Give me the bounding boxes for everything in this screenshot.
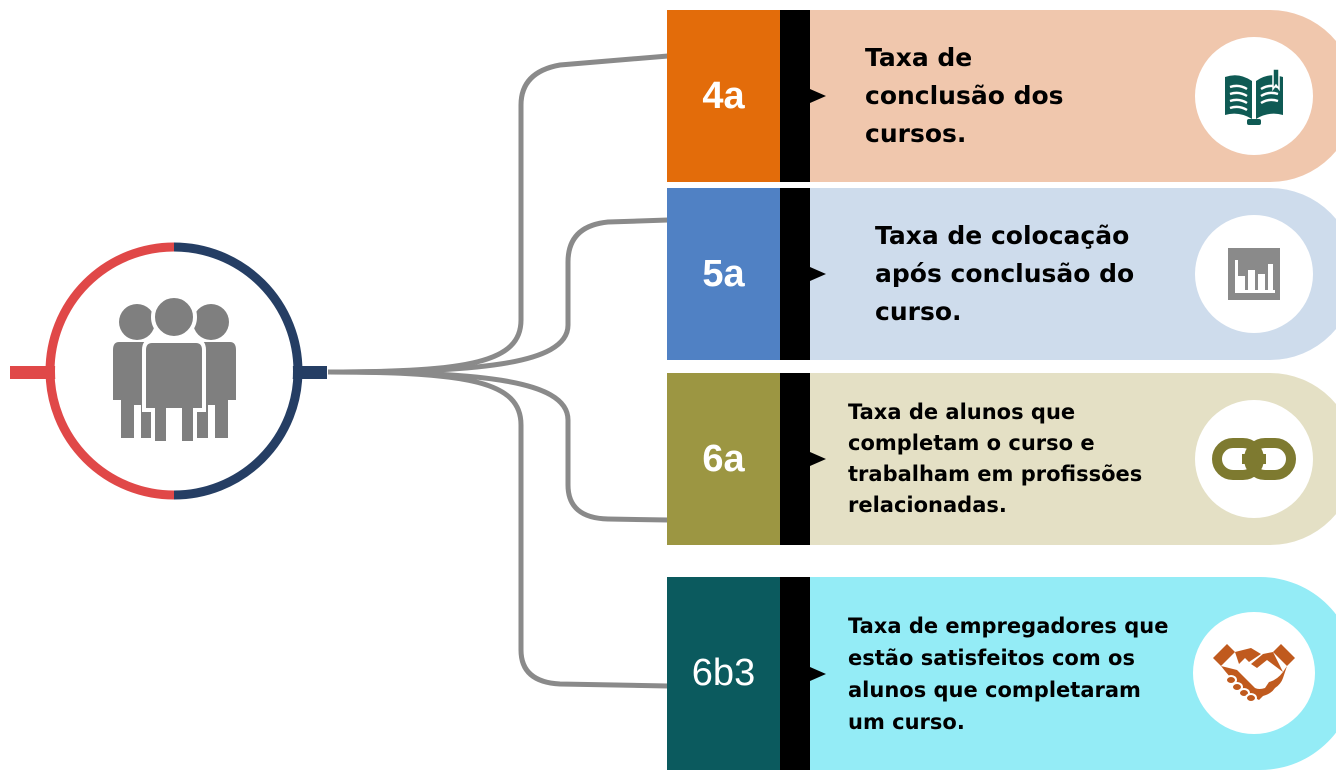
- row-6b3-text: Taxa de empregadores que estão satisfeit…: [848, 613, 1169, 734]
- row-6a-divider: [780, 373, 810, 545]
- row-5a: 5a Taxa de colocação após conclusão do c…: [667, 188, 1336, 360]
- open-book-icon: [1225, 68, 1283, 125]
- row-4a-text: Taxa de conclusão dos cursos.: [865, 43, 1064, 148]
- row-6a-code: 6a: [667, 373, 780, 545]
- hub-left-arc: [45, 242, 175, 500]
- row-5a-text: Taxa de colocação após conclusão do curs…: [875, 221, 1135, 326]
- row-6a-text: Taxa de alunos que completam o curso e t…: [848, 400, 1143, 517]
- row-6a-arrow: [810, 452, 826, 466]
- row-6b3-code: 6b3: [667, 577, 780, 770]
- row-6a: 6a Taxa de alunos que completam o curso …: [667, 373, 1336, 545]
- row-4a-icon-circle: [1195, 37, 1313, 155]
- chain-link-icon: [1212, 438, 1296, 480]
- row-4a: 4a Taxa de conclusão dos cursos.: [667, 10, 1336, 182]
- row-4a-divider: [780, 10, 810, 182]
- connector-lines: [327, 53, 669, 689]
- hub: [10, 242, 327, 500]
- connector-6a: [327, 369, 669, 523]
- handshake-icon: [1213, 643, 1295, 703]
- row-6b3-icon-circle: [1193, 611, 1315, 734]
- row-6a-icon-circle: [1195, 400, 1313, 518]
- connector-5a: [327, 217, 669, 375]
- row-6b3: 6b3 Taxa de empregadores que estão satis…: [667, 577, 1336, 770]
- hub-right-arc: [173, 242, 303, 500]
- people-group-icon: [113, 294, 236, 445]
- row-5a-icon-circle: [1195, 215, 1313, 333]
- row-5a-code: 5a: [667, 188, 780, 360]
- connector-4a: [327, 53, 669, 375]
- row-6b3-divider: [780, 577, 810, 770]
- row-6b3-arrow: [810, 666, 826, 681]
- row-4a-code: 4a: [667, 10, 780, 182]
- row-5a-divider: [780, 188, 810, 360]
- row-4a-arrow: [810, 89, 826, 103]
- connector-6b3: [327, 369, 669, 689]
- bar-chart-icon: [1228, 248, 1280, 300]
- row-5a-arrow: [810, 267, 826, 281]
